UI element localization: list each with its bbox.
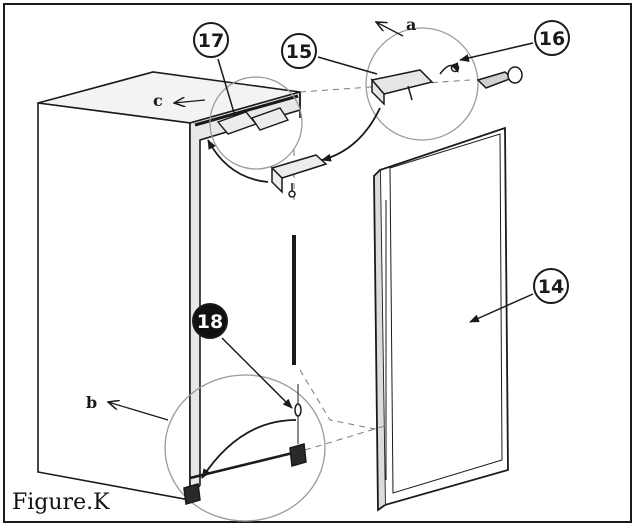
hinge-screw xyxy=(476,66,523,89)
label-a: a xyxy=(406,15,416,34)
svg-text:15: 15 xyxy=(286,41,312,63)
part-label-16: 16 xyxy=(534,20,570,56)
leader-15 xyxy=(317,56,378,75)
swap-arrows xyxy=(207,107,381,183)
top-hinge-part xyxy=(370,62,460,106)
leader-18 xyxy=(221,337,293,409)
leader-14 xyxy=(469,293,534,323)
svg-text:17: 17 xyxy=(198,30,224,52)
top-left-hinge-part xyxy=(216,107,290,135)
part-label-15: 15 xyxy=(281,33,317,69)
arrow-a xyxy=(376,22,404,37)
top-left-callout xyxy=(209,76,303,170)
direction-arrows xyxy=(108,22,404,421)
svg-text:18: 18 xyxy=(197,311,223,333)
svg-text:16: 16 xyxy=(539,28,565,50)
part-label-18: 18 xyxy=(192,303,228,339)
arrow-b xyxy=(108,402,169,421)
figure-caption: Figure.K xyxy=(12,490,110,515)
bottom-hinge-part xyxy=(183,384,307,505)
leader-17 xyxy=(217,58,236,117)
loose-hinge-piece xyxy=(270,154,328,198)
label-c: c xyxy=(153,91,163,110)
arrow-c xyxy=(174,100,206,103)
part-label-17: 17 xyxy=(193,22,229,58)
alignment-lines xyxy=(293,79,471,451)
bottom-hinge-callout xyxy=(164,374,326,522)
fridge-cabinet xyxy=(37,71,306,503)
fridge-door xyxy=(373,126,509,512)
label-b: b xyxy=(86,393,97,412)
leader-lines xyxy=(217,42,534,409)
part-label-14: 14 xyxy=(533,268,569,304)
svg-text:14: 14 xyxy=(538,276,564,298)
leader-16 xyxy=(459,42,534,62)
top-hinge-callout xyxy=(365,27,479,141)
